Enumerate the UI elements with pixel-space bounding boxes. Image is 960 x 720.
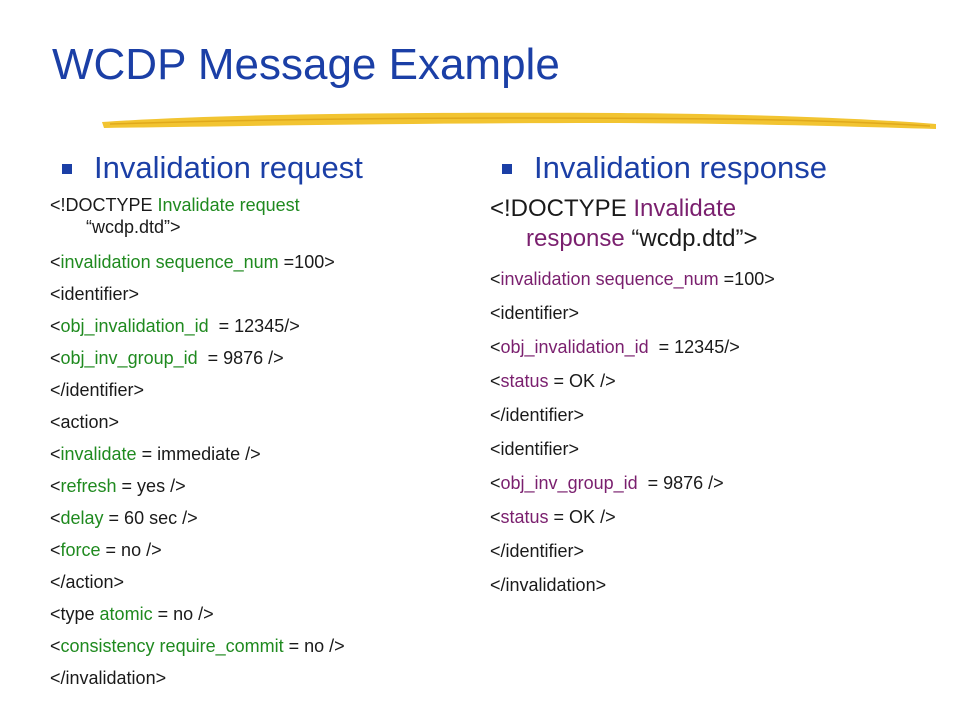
doctype-second-line: response “wcdp.dtd”> bbox=[490, 224, 910, 254]
doctype-dtd: “wcdp.dtd”> bbox=[86, 217, 181, 237]
response-code-block: <!DOCTYPE Invalidate response “wcdp.dtd”… bbox=[490, 194, 910, 602]
doctype-prefix: <!DOCTYPE bbox=[50, 195, 158, 215]
code-line: <consistency require_commit = no /> bbox=[50, 630, 470, 662]
bullet-square-icon bbox=[62, 164, 72, 174]
code-keyword: obj_inv_group_id bbox=[500, 473, 638, 493]
code-tag: < bbox=[50, 636, 61, 656]
code-line: <type atomic = no /> bbox=[50, 598, 470, 630]
code-value: =100> bbox=[278, 252, 335, 272]
code-line: <status = OK /> bbox=[490, 500, 910, 534]
code-line: </action> bbox=[50, 566, 470, 598]
code-line: <identifier> bbox=[490, 432, 910, 466]
slide-title: WCDP Message Example bbox=[52, 40, 560, 89]
code-tag: <identifier> bbox=[50, 284, 140, 304]
code-value: = OK /> bbox=[548, 371, 616, 391]
code-tag: < bbox=[490, 337, 501, 357]
response-heading-row: Invalidation response bbox=[490, 150, 910, 186]
code-value: = 12345/> bbox=[208, 316, 300, 336]
code-tag: </identifier> bbox=[50, 380, 145, 400]
code-line: <refresh = yes /> bbox=[50, 470, 470, 502]
code-line: <force = no /> bbox=[50, 534, 470, 566]
code-value: = 9876 /> bbox=[637, 473, 724, 493]
code-tag: </identifier> bbox=[490, 541, 585, 561]
code-value: = 12345/> bbox=[648, 337, 740, 357]
code-line: <obj_invalidation_id = 12345/> bbox=[490, 330, 910, 364]
code-keyword: obj_invalidation_id bbox=[60, 316, 209, 336]
code-line: </identifier> bbox=[490, 398, 910, 432]
doctype-name-cont: response bbox=[526, 225, 625, 252]
code-tag: < bbox=[490, 507, 501, 527]
code-tag: < bbox=[50, 540, 61, 560]
doctype-prefix: <!DOCTYPE bbox=[490, 195, 634, 222]
request-doctype-line: <!DOCTYPE Invalidate request “wcdp.dtd”> bbox=[50, 194, 470, 238]
code-line: <invalidation sequence_num =100> bbox=[50, 246, 470, 278]
code-tag: <action> bbox=[50, 412, 120, 432]
code-value: = no /> bbox=[152, 604, 214, 624]
code-tag: </identifier> bbox=[490, 405, 585, 425]
code-tag: <identifier> bbox=[490, 303, 580, 323]
code-line: </identifier> bbox=[50, 374, 470, 406]
code-line: <identifier> bbox=[50, 278, 470, 310]
code-tag: <type bbox=[50, 604, 100, 624]
code-line: </identifier> bbox=[490, 534, 910, 568]
code-value: =100> bbox=[718, 269, 775, 289]
code-value: = 9876 /> bbox=[197, 348, 284, 368]
request-heading-row: Invalidation request bbox=[50, 150, 470, 186]
code-tag: < bbox=[490, 269, 501, 289]
code-tag: < bbox=[50, 316, 61, 336]
code-value: = immediate /> bbox=[136, 444, 261, 464]
code-line: <delay = 60 sec /> bbox=[50, 502, 470, 534]
code-keyword: force bbox=[60, 540, 101, 560]
code-value: = OK /> bbox=[548, 507, 616, 527]
code-keyword: invalidate bbox=[60, 444, 137, 464]
code-line: <obj_invalidation_id = 12345/> bbox=[50, 310, 470, 342]
code-tag: </invalidation> bbox=[490, 575, 607, 595]
request-heading: Invalidation request bbox=[94, 150, 363, 185]
code-line: <identifier> bbox=[490, 296, 910, 330]
request-code-block: <!DOCTYPE Invalidate request “wcdp.dtd”>… bbox=[50, 194, 470, 694]
code-keyword: invalidation sequence_num bbox=[60, 252, 279, 272]
code-line: <obj_inv_group_id = 9876 /> bbox=[490, 466, 910, 500]
code-value: = 60 sec /> bbox=[103, 508, 198, 528]
code-keyword: obj_invalidation_id bbox=[500, 337, 649, 357]
request-column: Invalidation request <!DOCTYPE Invalidat… bbox=[50, 150, 470, 694]
doctype-name: Invalidate bbox=[633, 195, 737, 222]
response-heading: Invalidation response bbox=[534, 150, 827, 185]
code-line: <invalidate = immediate /> bbox=[50, 438, 470, 470]
code-keyword: invalidation sequence_num bbox=[500, 269, 719, 289]
code-line: <obj_inv_group_id = 9876 /> bbox=[50, 342, 470, 374]
code-value: = no /> bbox=[283, 636, 345, 656]
code-line: <action> bbox=[50, 406, 470, 438]
code-tag: < bbox=[50, 348, 61, 368]
response-column: Invalidation response <!DOCTYPE Invalida… bbox=[490, 150, 910, 602]
code-keyword: status bbox=[500, 371, 549, 391]
code-keyword: delay bbox=[60, 508, 104, 528]
code-line: </invalidation> bbox=[50, 662, 470, 694]
code-line: <invalidation sequence_num =100> bbox=[490, 262, 910, 296]
code-value: = yes /> bbox=[116, 476, 186, 496]
response-doctype-line: <!DOCTYPE Invalidate response “wcdp.dtd”… bbox=[490, 194, 910, 254]
doctype-name: Invalidate request bbox=[157, 195, 300, 215]
bullet-square-icon bbox=[502, 164, 512, 174]
code-line: </invalidation> bbox=[490, 568, 910, 602]
code-line: <status = OK /> bbox=[490, 364, 910, 398]
code-tag: < bbox=[50, 444, 61, 464]
code-tag: <identifier> bbox=[490, 439, 580, 459]
code-keyword: consistency require_commit bbox=[60, 636, 284, 656]
title-underline bbox=[100, 104, 940, 139]
doctype-dtd: “wcdp.dtd”> bbox=[624, 225, 758, 252]
code-tag: < bbox=[50, 476, 61, 496]
code-tag: < bbox=[50, 508, 61, 528]
code-value: = no /> bbox=[100, 540, 162, 560]
code-tag: < bbox=[50, 252, 61, 272]
code-keyword: obj_inv_group_id bbox=[60, 348, 198, 368]
code-keyword: atomic bbox=[99, 604, 153, 624]
code-tag: </action> bbox=[50, 572, 125, 592]
code-keyword: refresh bbox=[60, 476, 117, 496]
code-tag: < bbox=[490, 371, 501, 391]
code-tag: < bbox=[490, 473, 501, 493]
code-keyword: status bbox=[500, 507, 549, 527]
code-tag: </invalidation> bbox=[50, 668, 167, 688]
